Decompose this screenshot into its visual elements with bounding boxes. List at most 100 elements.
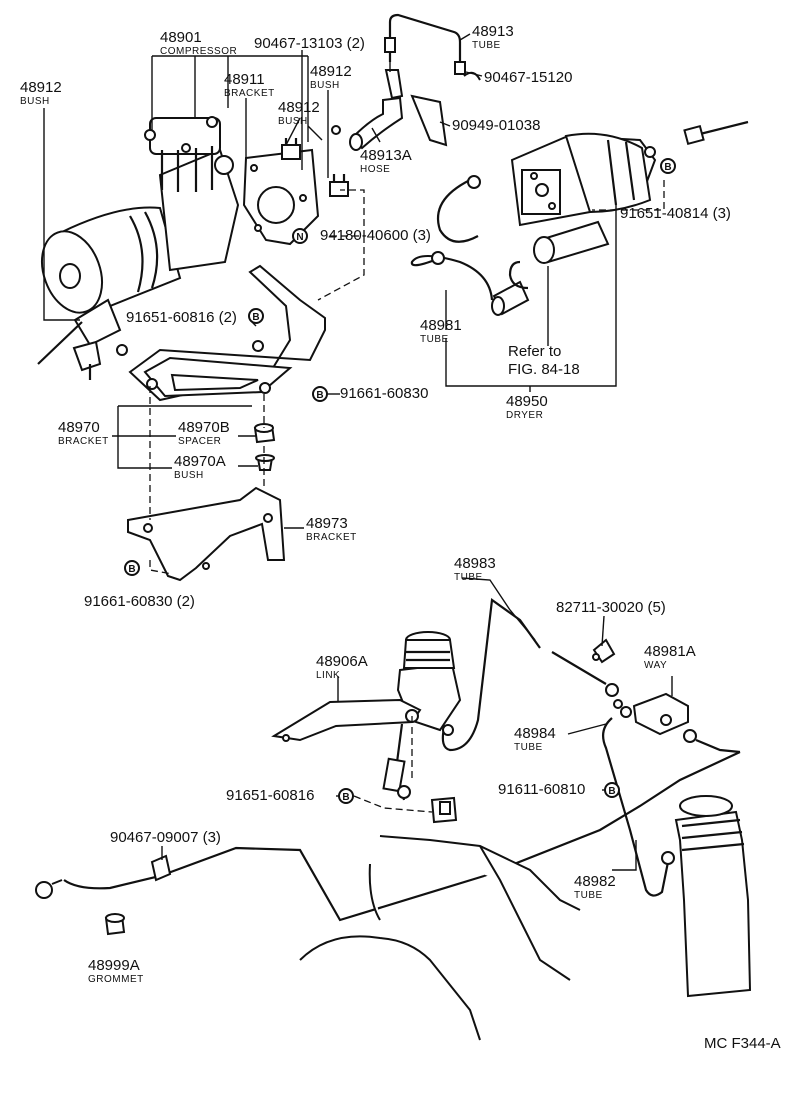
svg-text:48970B: 48970B (178, 419, 230, 436)
compressor-assembly (37, 116, 240, 380)
svg-text:BRACKET: BRACKET (306, 532, 357, 543)
svg-text:FIG. 84-18: FIG. 84-18 (508, 361, 580, 378)
svg-text:48981: 48981 (420, 317, 462, 334)
svg-text:90949-01038: 90949-01038 (452, 117, 540, 134)
svg-text:48983: 48983 (454, 555, 496, 572)
svg-text:B: B (252, 312, 259, 323)
marker-b-60816-top: B (248, 308, 264, 324)
lower-assembly (35, 598, 752, 1041)
bracket-48911-drawing (242, 125, 349, 246)
svg-text:LINK: LINK (316, 670, 340, 681)
label-bracket-48970: 48970 BRACKET (58, 419, 109, 447)
figure-code: MC F344-A (704, 1035, 781, 1052)
svg-text:48984: 48984 (514, 725, 556, 742)
label-refer: Refer to FIG. 84-18 (508, 343, 580, 378)
spacer-drawing (253, 423, 276, 471)
svg-text:DRYER: DRYER (506, 410, 543, 421)
svg-text:48913: 48913 (472, 23, 514, 40)
marker-n-40600: N (292, 228, 308, 244)
label-clip-09007: 90467-09007 (3) (110, 829, 221, 846)
label-clip-15120: 90467-15120 (484, 69, 572, 86)
marker-b-60816-low: B (338, 788, 354, 804)
svg-text:91651-60816 (2): 91651-60816 (2) (126, 309, 237, 326)
label-bracket-48911: 48911 BRACKET (224, 71, 275, 99)
svg-text:48906A: 48906A (316, 653, 368, 670)
svg-text:TUBE: TUBE (420, 334, 449, 345)
svg-text:Refer to: Refer to (508, 343, 561, 360)
label-grommet: 48999A GROMMET (88, 957, 144, 985)
svg-text:48912: 48912 (278, 99, 320, 116)
svg-text:48950: 48950 (506, 393, 548, 410)
bracket-48973-drawing (127, 486, 286, 582)
leader-lines (43, 33, 673, 871)
label-spacer: 48970B SPACER (178, 419, 230, 447)
label-compressor: 48901 COMPRESSOR (160, 29, 237, 57)
marker-b-40814: B (660, 158, 676, 174)
svg-text:48911: 48911 (224, 71, 265, 88)
svg-text:TUBE: TUBE (454, 572, 483, 583)
marker-b-60830-mid: B (312, 386, 328, 402)
label-bolt-60816-low: 91651-60816 (226, 787, 314, 804)
svg-text:B: B (664, 162, 671, 173)
svg-text:B: B (342, 792, 349, 803)
label-bush-left: 48912 BUSH (20, 79, 62, 107)
dryer-assembly (410, 120, 749, 316)
svg-text:TUBE: TUBE (574, 890, 603, 901)
tube-48913-drawing (349, 13, 481, 151)
svg-text:B: B (608, 786, 615, 797)
label-way: 48981A WAY (644, 643, 696, 671)
part-labels: 48901 COMPRESSOR 48912 BUSH 90467-13103 … (20, 23, 781, 1052)
label-tube-48982: 48982 TUBE (574, 873, 616, 901)
marker-b-60830-low: B (124, 560, 140, 576)
label-bush-48970a: 48970A BUSH (174, 453, 226, 481)
label-bolt-60830-mid: 91661-60830 (340, 385, 428, 402)
svg-text:BUSH: BUSH (20, 96, 50, 107)
svg-text:48982: 48982 (574, 873, 616, 890)
label-bolt-60830-low: 91661-60830 (2) (84, 593, 195, 610)
svg-text:91651-40814 (3): 91651-40814 (3) (620, 205, 731, 222)
label-tube-48983: 48983 TUBE (454, 555, 496, 583)
bracket-plate-drawing (128, 264, 326, 402)
svg-text:48999A: 48999A (88, 957, 140, 974)
bolt-markers: B N B B B B B (124, 158, 676, 804)
label-bracket-48973: 48973 BRACKET (306, 515, 357, 543)
svg-text:BRACKET: BRACKET (58, 436, 109, 447)
svg-text:WAY: WAY (644, 660, 667, 671)
svg-text:SPACER: SPACER (178, 436, 221, 447)
svg-text:48912: 48912 (310, 63, 352, 80)
svg-text:N: N (296, 232, 303, 243)
svg-text:BUSH: BUSH (174, 470, 204, 481)
label-hose: 48913A HOSE (360, 147, 412, 175)
svg-text:82711-30020 (5): 82711-30020 (5) (556, 599, 666, 616)
label-bush-mid-a: 48912 BUSH (310, 63, 352, 91)
label-dryer: 48950 DRYER (506, 393, 548, 421)
label-bolt-60816-top: 91651-60816 (2) (126, 309, 237, 326)
svg-text:48913A: 48913A (360, 147, 412, 164)
label-bolt-60810: 91611-60810 (498, 781, 585, 798)
label-bush-mid-b: 48912 BUSH (278, 99, 320, 127)
svg-text:HOSE: HOSE (360, 164, 390, 175)
label-clip-30020: 82711-30020 (5) (556, 599, 666, 616)
svg-text:48912: 48912 (20, 79, 62, 96)
label-tube-48981: 48981 TUBE (420, 317, 462, 345)
label-tube-48913: 48913 TUBE (472, 23, 514, 51)
svg-text:90467-09007 (3): 90467-09007 (3) (110, 829, 221, 846)
svg-text:BRACKET: BRACKET (224, 88, 275, 99)
svg-text:BUSH: BUSH (310, 80, 340, 91)
svg-text:90467-15120: 90467-15120 (484, 69, 572, 86)
svg-text:COMPRESSOR: COMPRESSOR (160, 46, 237, 57)
svg-text:48901: 48901 (160, 29, 202, 46)
svg-text:TUBE: TUBE (472, 40, 501, 51)
svg-text:GROMMET: GROMMET (88, 974, 144, 985)
label-clamp-01038: 90949-01038 (452, 117, 540, 134)
svg-text:B: B (316, 390, 323, 401)
svg-text:48970: 48970 (58, 419, 100, 436)
marker-b-60810: B (604, 782, 620, 798)
svg-text:BUSH: BUSH (278, 116, 308, 127)
svg-text:94180-40600 (3): 94180-40600 (3) (320, 227, 431, 244)
label-link: 48906A LINK (316, 653, 368, 681)
svg-text:TUBE: TUBE (514, 742, 543, 753)
label-bolt-40814: 91651-40814 (3) (620, 205, 731, 222)
svg-text:90467-13103 (2): 90467-13103 (2) (254, 35, 365, 52)
